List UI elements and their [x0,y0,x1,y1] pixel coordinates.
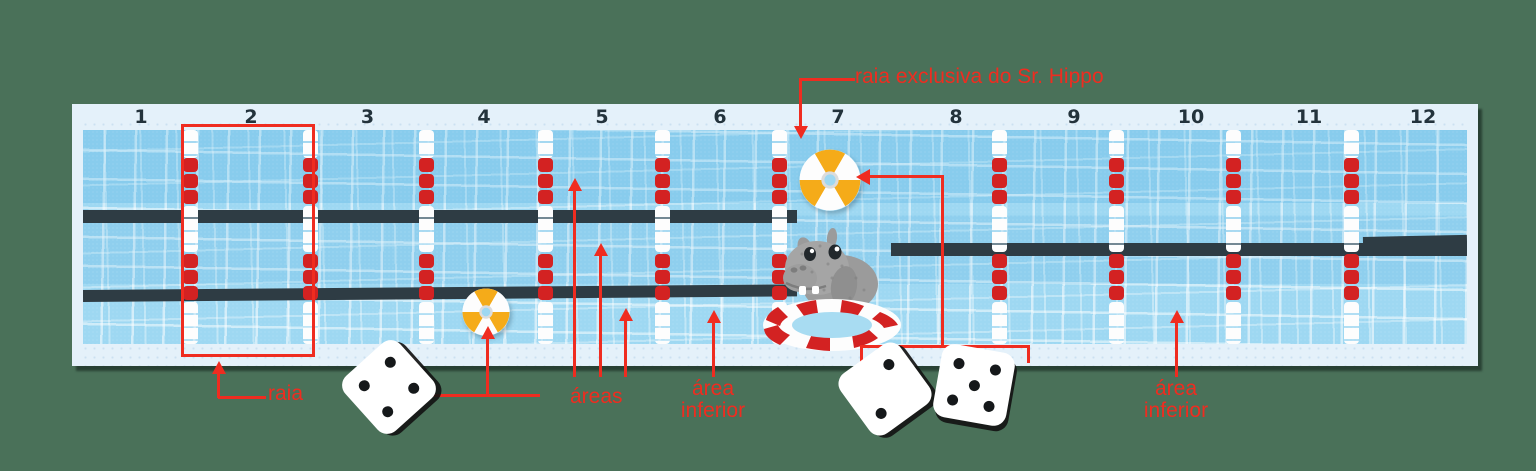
lane-rope-8 [992,130,1007,344]
pool-deck-right [1467,104,1478,366]
area-upper-leader [573,190,576,377]
lower-area-label-right: área inferior [1143,377,1209,423]
lane-rope-11 [1344,130,1359,344]
die-left-pip [405,380,422,397]
pool-deck-left [72,104,83,366]
dice-right-ball-leader-horizontal [869,175,943,178]
dice-left-ball-leader-vertical [486,338,489,396]
lower-area-left-leader [712,322,715,377]
pool-floor-line-left-upper [83,210,797,223]
areas-label: áreas [570,385,623,408]
lane-rope-5 [655,130,670,344]
die-right-pip [967,378,981,392]
lane-number-12: 12 [1409,106,1437,128]
title-label: raia exclusiva do Sr. Hippo [855,65,1104,88]
lane-2-highlight-box[interactable] [181,124,315,357]
lane-number-1: 1 [134,106,148,128]
pool-floor-line-right-tail [1362,234,1467,249]
title-leader-horizontal [800,78,855,81]
die-right[interactable] [931,342,1017,428]
lane-rope-9 [1109,130,1124,344]
dice-right-ball-leader-vertical [941,175,944,347]
lower-area-right-arrow-icon [1170,310,1184,323]
lane-number-8: 8 [949,106,963,128]
lane-number-4: 4 [477,106,491,128]
lane-number-7: 7 [831,106,845,128]
title-leader-vertical [799,78,802,128]
die-middle-pip [873,405,889,422]
dice-right-bracket-left [860,345,863,363]
lane-number-11: 11 [1295,106,1323,128]
title-arrow-icon [794,126,808,139]
lane-leader-horizontal [218,396,266,399]
lane-number-3: 3 [360,106,375,128]
die-left-pip [379,403,396,420]
swimming-pool: 1 2 3 4 5 6 7 8 9 10 11 12 [72,104,1478,366]
lane-arrow-icon [212,361,226,374]
lower-area-label-left: área inferior [680,377,746,423]
die-middle-pip [881,356,897,373]
die-right-pip [946,393,959,407]
area-lower-leader [624,320,627,377]
pool-floor-line-right [891,243,1467,256]
hippo-character [772,226,890,336]
area-lower-arrow-icon [619,308,633,321]
lane-rope-1 [183,130,198,344]
die-right-pip [982,400,996,413]
swim-ring-icon [762,298,902,352]
deck-dot-texture-top [72,120,1478,131]
lane-label: raia [268,382,304,405]
die-left-pip [356,377,373,394]
die-right-pip [989,363,1002,377]
lane-number-2: 2 [244,106,258,128]
lane-leader-vertical [217,373,220,398]
die-right-pip [952,357,966,370]
area-middle-arrow-icon [594,243,608,256]
beach-ball-left [462,288,510,336]
lane-rope-10 [1226,130,1241,344]
area-upper-arrow-icon [568,178,582,191]
dice-right-ball-arrow-icon [856,169,870,185]
lower-area-right-leader [1175,322,1178,377]
lane-rope-4 [538,130,553,344]
lower-area-left-arrow-icon [707,310,721,323]
dice-right-bracket-right [1027,345,1030,363]
dice-left-ball-arrow-icon [481,326,495,339]
area-middle-leader [599,255,602,377]
lane-number-6: 6 [713,106,727,128]
die-left-pip [382,354,399,371]
lane-number-9: 9 [1067,106,1081,128]
beach-ball-right [799,149,861,211]
deck-dot-texture-bottom [72,344,1478,366]
lane-number-5: 5 [595,106,609,128]
lane-number-10: 10 [1177,106,1205,128]
lane-rope-3 [419,130,434,344]
